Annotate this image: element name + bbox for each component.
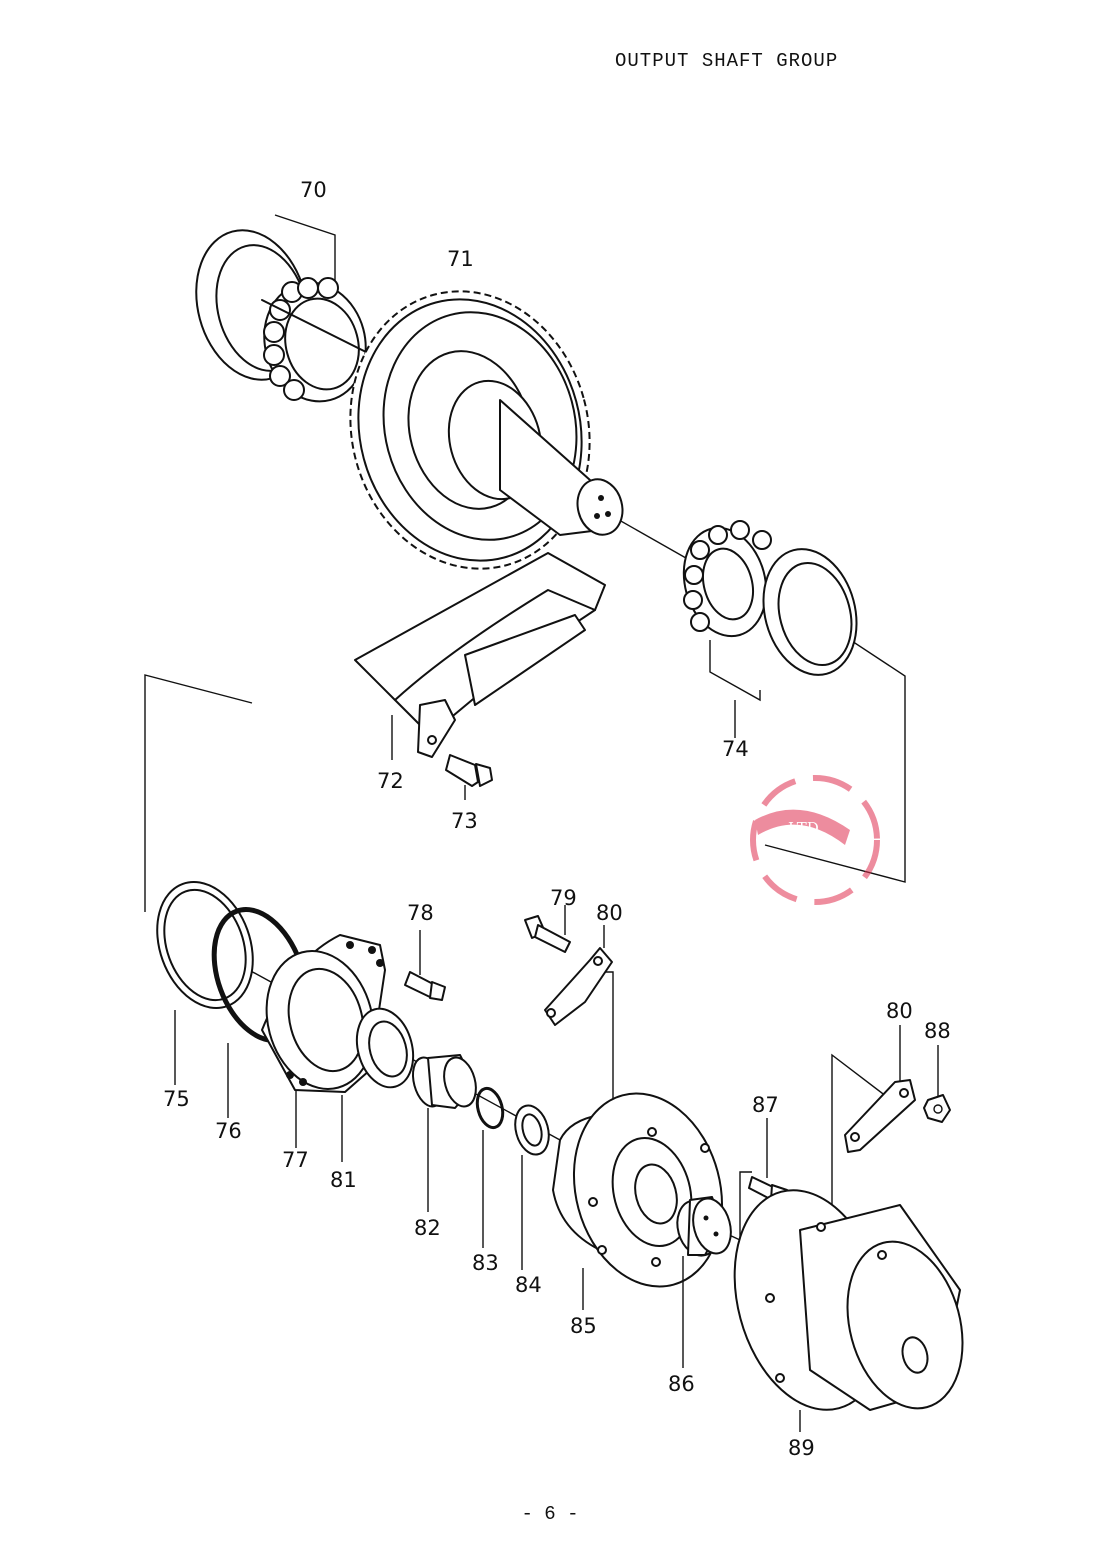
part-82-collar — [412, 1054, 477, 1212]
part-77-bearing-housing — [261, 934, 386, 1148]
part-80-lock-plate-upper — [544, 925, 613, 1026]
callout-87: 87 — [752, 1093, 779, 1117]
callout-74: 74 — [722, 737, 749, 761]
callout-82: 82 — [414, 1216, 441, 1240]
part-70-taper-roller-bearing — [195, 214, 373, 403]
part-80-lock-plate-lower — [844, 1025, 916, 1153]
stamp-text: LTD — [788, 819, 819, 837]
part-86-end-plate — [676, 1196, 732, 1368]
page-title: OUTPUT SHAFT GROUP — [615, 50, 839, 72]
part-87-bolt — [748, 1118, 788, 1204]
callout-70: 70 — [300, 178, 327, 202]
callout-71: 71 — [447, 247, 474, 271]
part-78-bolt — [404, 930, 446, 1001]
part-85-companion-flange — [552, 1092, 724, 1310]
callout-85: 85 — [570, 1314, 597, 1338]
callout-75: 75 — [163, 1087, 190, 1111]
callout-86: 86 — [668, 1372, 695, 1396]
callout-81: 81 — [330, 1168, 357, 1192]
part-84-washer — [514, 1104, 550, 1270]
part-89-output-hub — [733, 1189, 964, 1432]
callout-80-upper: 80 — [596, 901, 623, 925]
callout-89: 89 — [788, 1436, 815, 1460]
part-73-bolt — [445, 754, 493, 800]
callout-72: 72 — [377, 769, 404, 793]
part-74-taper-roller-bearing — [682, 520, 858, 738]
dealer-stamp: LTD — [750, 775, 880, 905]
part-75-shim — [156, 881, 254, 1085]
callout-79: 79 — [550, 886, 577, 910]
part-79-bolt — [524, 905, 571, 953]
part-88-nut — [923, 1045, 951, 1123]
callout-76: 76 — [215, 1119, 242, 1143]
page-number: - 6 - — [521, 1503, 579, 1525]
callout-88: 88 — [924, 1019, 951, 1043]
callout-77: 77 — [282, 1148, 309, 1172]
callout-73: 73 — [451, 809, 478, 833]
part-81-oil-seal — [341, 1007, 415, 1162]
bearing-rollers — [263, 277, 339, 401]
callout-84: 84 — [515, 1273, 542, 1297]
part-number-callouts: 70 71 72 73 74 75 76 77 78 79 80 80 81 8… — [163, 178, 951, 1460]
callout-80-lower: 80 — [886, 999, 913, 1023]
part-72-guard-plate — [354, 552, 606, 760]
part-71-output-gear-shaft — [349, 290, 624, 570]
part-83-o-ring — [475, 1086, 505, 1248]
callout-78: 78 — [407, 901, 434, 925]
callout-83: 83 — [472, 1251, 499, 1275]
